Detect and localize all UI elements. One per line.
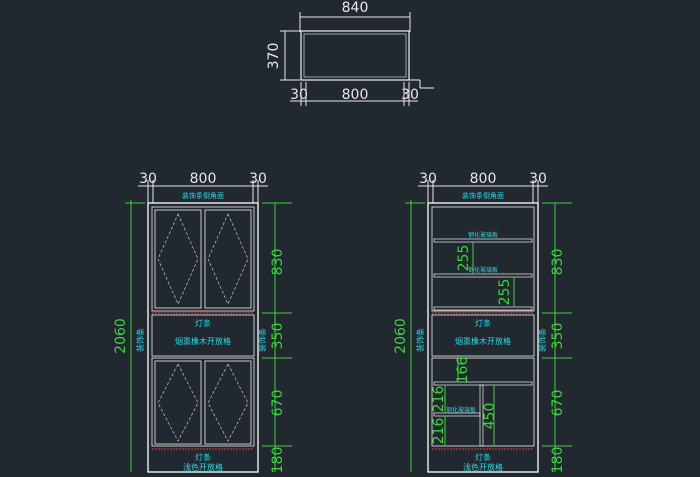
glass-shelf	[433, 273, 533, 278]
door-swing-lines	[207, 213, 249, 305]
dim-180: 180	[550, 447, 566, 474]
open-shelf-label-mid: 烟熏橡木开放格	[175, 336, 231, 346]
shelf-label-3: 钢化玻璃板	[446, 406, 476, 414]
upper-door-frame	[151, 206, 255, 312]
dim-216-b: 216	[431, 418, 447, 445]
dim-370: 370	[266, 43, 282, 70]
upper-open-frame	[431, 206, 535, 312]
left-front-elevation: 30 800 30 装饰条倒角面 灯条 烟熏橡木开放格 灯条 浅色开放格 206…	[113, 171, 292, 473]
dim-350: 350	[550, 323, 566, 350]
dim-2060: 2060	[113, 318, 129, 354]
open-shelf-middle	[431, 314, 535, 357]
open-shelf-middle	[151, 314, 255, 357]
door-swing-lines	[207, 363, 249, 442]
shelf-label-2: 钢化玻璃板	[468, 266, 498, 274]
lower-right-door	[204, 360, 252, 445]
dim-30-right: 30	[249, 171, 267, 187]
dim-840: 840	[342, 0, 369, 16]
side-trim-label-right: 装饰条	[257, 328, 267, 352]
top-trim-label: 装饰条倒角面	[462, 191, 504, 200]
dim-180: 180	[270, 447, 286, 474]
dim-450: 450	[482, 403, 498, 430]
cabinet-top-inner	[303, 33, 407, 78]
lower-door-frame	[151, 357, 255, 447]
upper-left-door	[154, 209, 202, 309]
lower-left-door	[154, 360, 202, 445]
dim-255-2: 255	[497, 279, 513, 306]
light-label-mid: 灯条	[475, 318, 491, 328]
vertical-divider	[479, 384, 484, 447]
dim-2060: 2060	[393, 318, 409, 354]
dim-670: 670	[550, 390, 566, 417]
dim-800: 800	[470, 171, 497, 187]
cabinet-outline	[427, 202, 539, 473]
side-trim-label-right: 装饰条	[537, 328, 547, 352]
dim-800: 800	[342, 87, 369, 103]
glass-shelf	[433, 306, 533, 311]
side-trim-label: 装饰条	[135, 328, 145, 352]
light-label-bottom: 灯条	[475, 452, 491, 462]
dim-830: 830	[550, 249, 566, 276]
dim-830: 830	[270, 249, 286, 276]
dim-30-right: 30	[529, 171, 547, 187]
dim-30-left: 30	[290, 87, 308, 103]
dim-255-1: 255	[456, 245, 472, 272]
open-shelf-label-bottom: 浅色开放格	[183, 462, 223, 472]
door-swing-lines	[157, 213, 199, 305]
top-trim-label: 装饰条倒角面	[182, 191, 224, 200]
dim-800: 800	[190, 171, 217, 187]
door-swing-lines	[157, 363, 199, 442]
cabinet-top-outline	[300, 30, 410, 81]
open-shelf-label-mid: 烟熏橡木开放格	[455, 336, 511, 346]
dim-670: 670	[270, 390, 286, 417]
light-label-mid: 灯条	[195, 318, 211, 328]
dim-30-right: 30	[401, 87, 419, 103]
cabinet-outline	[147, 202, 259, 473]
dim-30-left: 30	[419, 171, 437, 187]
light-label-bottom: 灯条	[195, 452, 211, 462]
side-trim-label: 装饰条	[415, 328, 425, 352]
dim-216-a: 216	[431, 386, 447, 413]
upper-right-door	[204, 209, 252, 309]
shelf-label-1: 钢化玻璃板	[468, 231, 498, 239]
top-plan-view: 840 370 30 800 30	[266, 0, 434, 106]
dim-30-left: 30	[139, 171, 157, 187]
open-shelf-label-bottom: 浅色开放格	[463, 462, 503, 472]
dim-166: 166	[455, 357, 471, 384]
dim-350: 350	[270, 323, 286, 350]
right-section-elevation: 30 800 30 装饰条倒角面 钢化玻璃板 钢化玻璃板 钢化玻璃板 255 2…	[393, 171, 572, 473]
glass-shelf	[433, 238, 533, 243]
